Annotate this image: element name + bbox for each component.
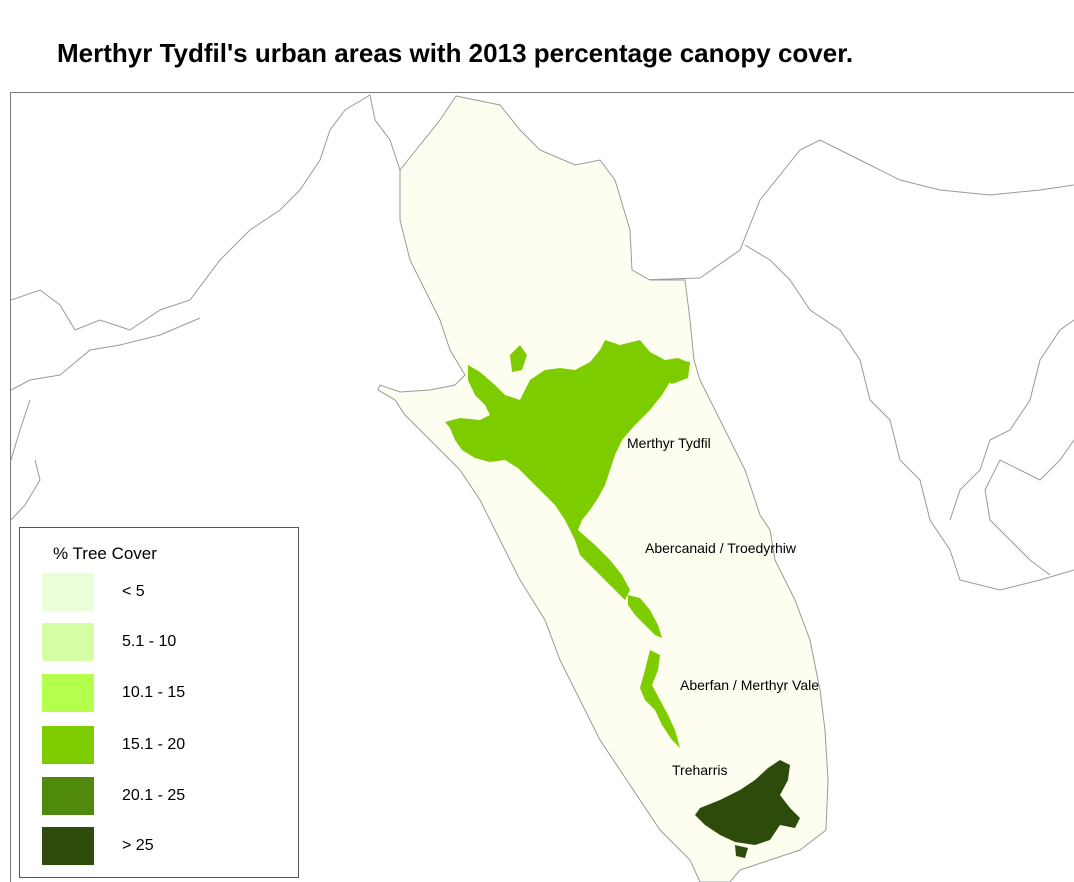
legend-item-20-25: 20.1 - 25 (42, 777, 282, 815)
map-area (11, 93, 1074, 882)
county-area (377, 95, 829, 882)
urban-merthyr-tydfil-east (655, 360, 690, 384)
boundary-north-east (639, 139, 1074, 281)
legend-swatch-20-25 (42, 777, 94, 815)
urban-merthyr-tydfil-north (510, 345, 527, 372)
title-bar: Merthyr Tydfil's urban areas with 2013 p… (10, 10, 1074, 93)
urban-treharris (695, 760, 800, 845)
urban-abercanaid-troedyrhiw (628, 595, 662, 638)
legend-swatch-15-20 (42, 726, 94, 764)
boundary-east (744, 244, 1074, 591)
legend-item-5-10: 5.1 - 10 (42, 623, 282, 661)
legend-label: 20.1 - 25 (122, 787, 186, 804)
legend-item-gt-25: > 25 (42, 827, 282, 865)
neighbouring-boundaries (11, 94, 1074, 591)
place-label-merthyr-tydfil: Merthyr Tydfil (627, 435, 711, 451)
legend: % Tree Cover < 5 5.1 - 10 10.1 - 15 15.1… (19, 527, 299, 878)
place-label-aberfan-merthyr-vale: Aberfan / Merthyr Vale (680, 677, 820, 693)
legend-item-lt-5: < 5 (42, 573, 282, 611)
boundary-east-inner (949, 319, 1074, 521)
legend-item-15-20: 15.1 - 20 (42, 726, 282, 764)
place-label-abercanaid-troedyrhiw: Abercanaid / Troedyrhiw (645, 540, 796, 556)
boundary-west (11, 94, 401, 331)
boundary-west-lower (11, 317, 201, 391)
legend-label: > 25 (122, 837, 154, 854)
urban-merthyr-tydfil (445, 340, 690, 600)
map-canvas (11, 94, 1074, 882)
legend-label: < 5 (122, 583, 145, 600)
boundary-west-bottom (11, 399, 41, 521)
legend-label: 15.1 - 20 (122, 736, 186, 753)
urban-aberfan-merthyr-vale (640, 650, 680, 748)
map-title: Merthyr Tydfil's urban areas with 2013 p… (57, 38, 854, 68)
legend-item-10-15: 10.1 - 15 (42, 674, 282, 712)
legend-swatch-gt-25 (42, 827, 94, 865)
legend-swatch-lt-5 (42, 573, 94, 611)
boundary-east-small (984, 439, 1074, 576)
legend-swatch-10-15 (42, 674, 94, 712)
legend-swatch-5-10 (42, 623, 94, 661)
place-label-treharris: Treharris (672, 762, 728, 778)
legend-title: % Tree Cover (53, 544, 157, 563)
legend-label: 10.1 - 15 (122, 684, 186, 701)
legend-label: 5.1 - 10 (122, 633, 177, 650)
urban-treharris-south (735, 845, 748, 858)
